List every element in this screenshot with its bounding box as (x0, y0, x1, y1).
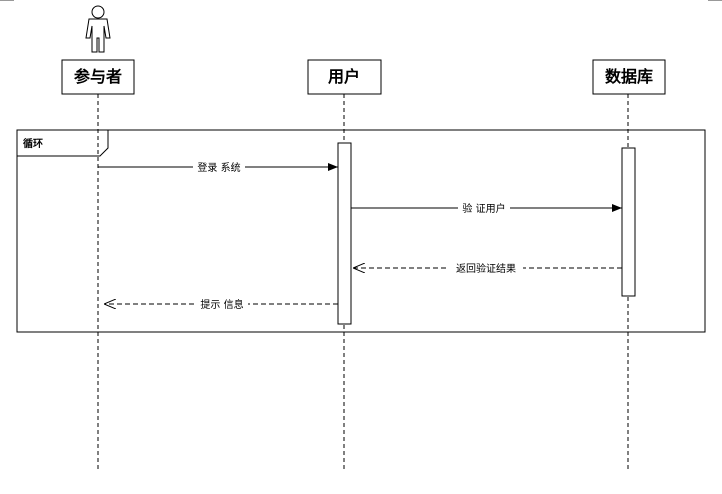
message-prompt-info-label: 提示 信息 (200, 298, 243, 311)
message-login: 登录 系统 (98, 160, 338, 174)
message-verify-user: 验 证用户 (351, 201, 622, 215)
participant-user: 用户 (307, 59, 382, 95)
participant-actor-name: 参与者 (74, 67, 122, 86)
loop-label: 循环 (23, 137, 43, 150)
stick-figure-icon (85, 5, 111, 53)
participant-database: 数据库 (592, 59, 666, 95)
participant-actor: 参与者 (61, 59, 135, 95)
message-login-label: 登录 系统 (197, 161, 240, 174)
activation-database (621, 147, 636, 297)
activation-user (337, 142, 352, 325)
message-prompt-info: 提示 信息 (104, 297, 338, 311)
participant-user-name: 用户 (328, 67, 360, 86)
loop-fragment: 循环 (16, 129, 706, 333)
message-return-result: 返回验证结果 (353, 261, 622, 275)
participant-database-name: 数据库 (605, 67, 653, 86)
message-verify-user-label: 验 证用户 (462, 202, 505, 215)
message-return-result-label: 返回验证结果 (456, 262, 516, 275)
